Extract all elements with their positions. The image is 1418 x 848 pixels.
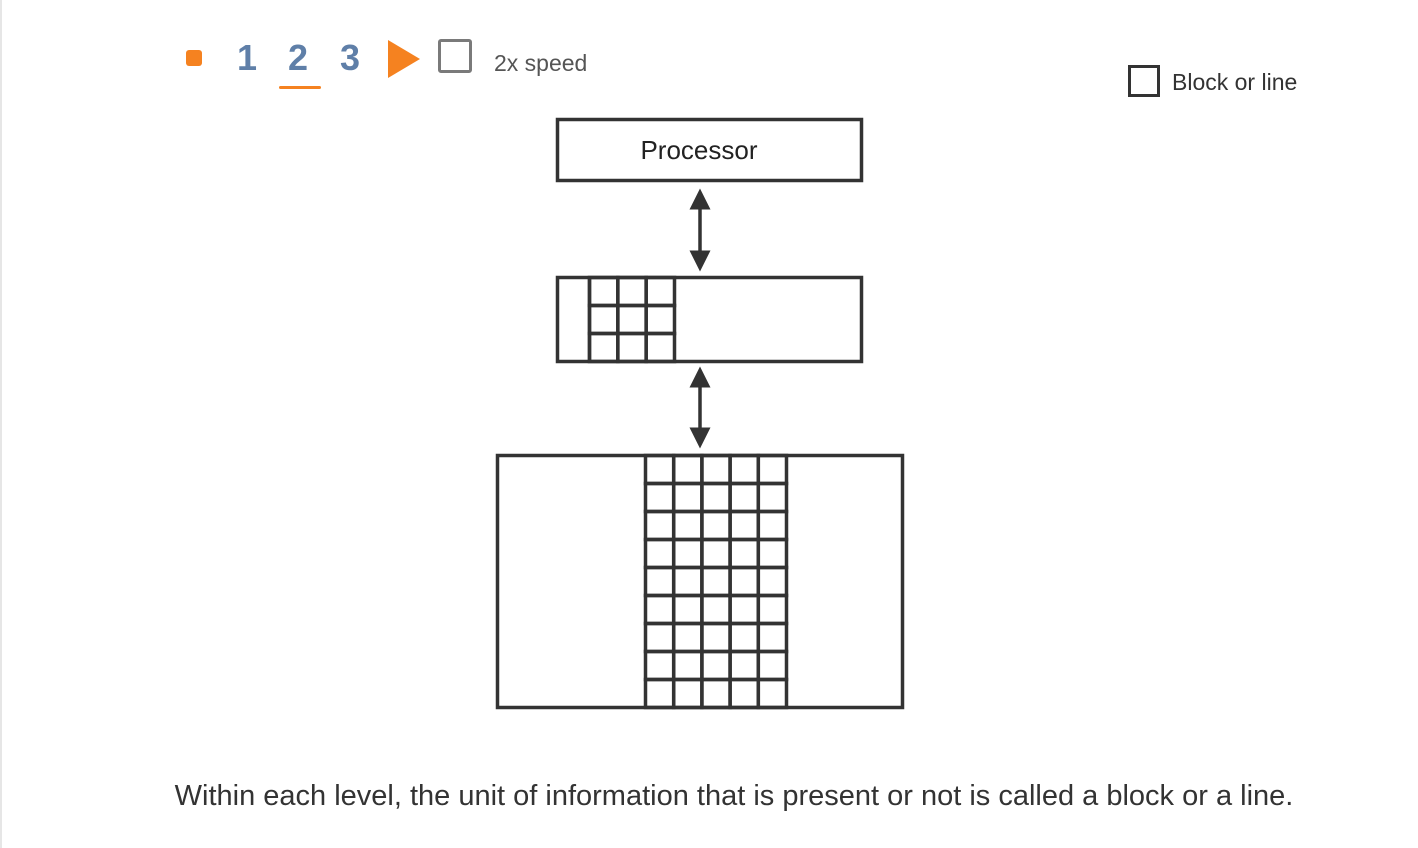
legend-label: Block or line: [1172, 69, 1298, 95]
lower-level-block-grid: [643, 453, 789, 710]
active-step-indicator: [279, 86, 321, 89]
lower-level-block: [671, 621, 704, 654]
upper-level-box: [555, 275, 864, 364]
upper-level-block: [644, 331, 677, 364]
lower-level-block: [671, 453, 704, 486]
upper-level-block: [644, 275, 677, 308]
lower-level-block: [728, 453, 761, 486]
upper-level-block: [616, 331, 648, 364]
lower-level-block: [728, 481, 761, 514]
upper-level-block: [587, 275, 620, 308]
lower-level-block: [671, 677, 704, 710]
lower-level-block: [700, 453, 732, 486]
lower-level-block: [643, 621, 676, 654]
lower-level-block: [700, 593, 732, 626]
lower-level-block: [728, 509, 761, 542]
step-3-button[interactable]: 3: [340, 37, 361, 78]
upper-level-block: [616, 275, 648, 308]
processor-box: [555, 117, 864, 183]
lower-level-block: [756, 677, 789, 710]
lower-level-block: [671, 509, 704, 542]
lower-level-block: [728, 621, 761, 654]
upper-level-block: [587, 303, 620, 336]
lower-level-block: [728, 565, 761, 598]
step-2-button[interactable]: 2: [288, 37, 309, 78]
lower-level-block: [756, 649, 789, 682]
lower-level-block: [700, 649, 732, 682]
lower-level-block: [700, 509, 732, 542]
left-border: [0, 0, 2, 848]
lower-level-box: [495, 453, 905, 710]
lower-level-block: [756, 565, 789, 598]
lower-level-block: [728, 537, 761, 570]
lower-level-block: [671, 649, 704, 682]
speed-checkbox-label: 2x speed: [494, 50, 588, 76]
lower-level-block: [728, 677, 761, 710]
upper-level-block: [587, 331, 620, 364]
lower-level-block: [643, 649, 676, 682]
lower-level-block: [643, 593, 676, 626]
lower-level-block: [700, 565, 732, 598]
lower-level-block: [643, 453, 676, 486]
upper-level-block-grid: [587, 275, 677, 364]
lower-level-block: [756, 593, 789, 626]
lower-level-block: [643, 537, 676, 570]
legend-swatch: [1128, 65, 1160, 97]
lower-level-block: [700, 621, 732, 654]
lower-level-block: [700, 677, 732, 710]
lower-level-block: [756, 453, 789, 486]
lower-level-block: [643, 677, 676, 710]
upper-level-block: [644, 303, 677, 336]
lower-level-block: [728, 593, 761, 626]
lower-level-block: [643, 509, 676, 542]
speed-checkbox[interactable]: [438, 39, 472, 73]
lower-level-block: [671, 481, 704, 514]
lower-level-block: [756, 537, 789, 570]
upper-level-block: [616, 303, 648, 336]
caption-text: Within each level, the unit of informati…: [174, 780, 1294, 812]
lower-level-block: [700, 537, 732, 570]
step-1-button[interactable]: 1: [237, 37, 258, 78]
lower-level-block: [756, 621, 789, 654]
lower-level-block: [671, 537, 704, 570]
play-icon[interactable]: [388, 40, 420, 78]
lower-level-block: [643, 481, 676, 514]
lower-level-block: [671, 565, 704, 598]
lower-level-block: [700, 481, 732, 514]
lower-level-block: [643, 565, 676, 598]
lower-level-block: [671, 593, 704, 626]
lower-level-block: [756, 509, 789, 542]
stop-button[interactable]: [186, 50, 202, 66]
lower-level-block: [756, 481, 789, 514]
processor-label: Processor: [640, 135, 757, 165]
lower-level-block: [728, 649, 761, 682]
